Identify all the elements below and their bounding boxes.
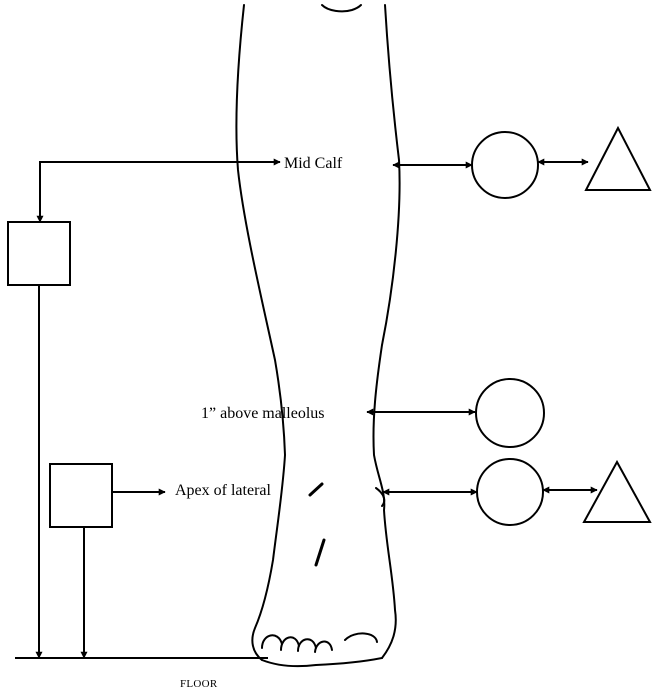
mid-calf-to-square-arrow	[36, 158, 281, 223]
ankle-bone-mark	[308, 482, 324, 497]
square-apex-lateral-height	[49, 463, 113, 528]
toe-4	[314, 640, 333, 653]
foot-tendon-mark	[314, 538, 326, 567]
toes-outline	[261, 657, 383, 668]
leg-right-contour	[372, 4, 401, 659]
ankle-bump	[375, 487, 386, 507]
leg-left-contour	[235, 4, 286, 661]
toe-1	[261, 634, 283, 649]
leg-outline	[235, 4, 401, 668]
label-mid-calf: Mid Calf	[284, 155, 343, 172]
toe-5	[344, 632, 378, 643]
square-mid-calf-height	[7, 221, 71, 286]
circle-mid-calf	[471, 131, 539, 199]
label-floor: FLOOR	[180, 678, 218, 690]
triangle-apex-lateral	[582, 459, 652, 523]
triangle-mid-calf	[584, 125, 652, 191]
label-above-malleolus: 1” above malleolus	[201, 405, 325, 422]
circle-above-malleolus	[475, 378, 545, 448]
circle-apex-lateral	[476, 458, 544, 526]
knee-cap-contour	[321, 4, 362, 13]
toe-2	[280, 636, 300, 651]
label-apex-lateral: Apex of lateral	[175, 482, 271, 499]
toe-3	[297, 638, 317, 652]
